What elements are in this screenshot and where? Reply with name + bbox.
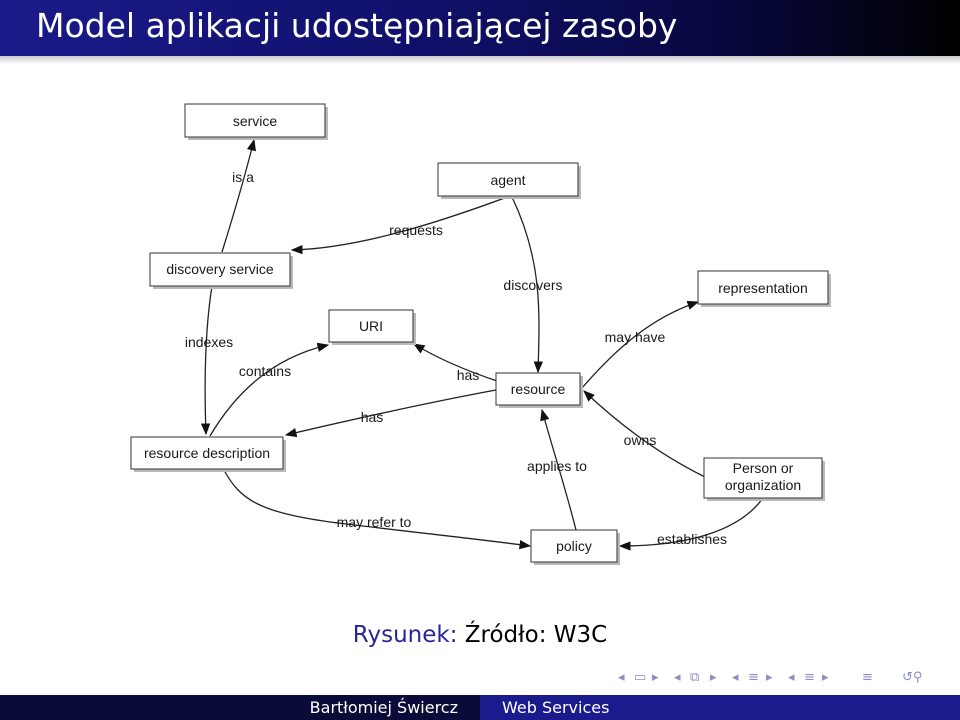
figure-caption: Rysunek: Źródło: W3C [0,622,960,648]
svg-text:has: has [457,367,480,383]
edge-is-a: is a [221,138,256,253]
node-uri: URI [328,309,416,345]
svg-text:resource: resource [511,381,566,397]
node-discovery-service: discovery service [149,252,293,289]
edge-establishes: establishes [618,497,764,551]
edge-discovers: discovers [503,196,563,374]
svg-text:resource description: resource description [144,445,270,461]
node-policy: policy [530,529,620,565]
svg-text:may have: may have [605,329,666,345]
edge-owns: owns [583,390,706,478]
section-icon[interactable]: ≡ [748,670,759,685]
subsection-icon[interactable]: ⧉ [690,670,700,685]
edge-has-uri: has [413,343,501,383]
svg-text:service: service [233,113,278,129]
svg-text:representation: representation [718,280,808,296]
footer-topic: Web Services [480,695,960,720]
person-label-line: Person or [733,460,794,476]
header-shadow [0,56,960,64]
edge-indexes: indexes [185,285,233,436]
svg-text:contains: contains [239,363,291,379]
node-resource-description: resource description [130,436,286,472]
svg-text:URI: URI [359,318,383,334]
nav-left-arrow-icon[interactable]: ◂ [732,670,739,685]
edge-requests: requests [290,195,511,255]
footer-author: Bartłomiej Świercz [0,695,480,720]
nav-right-arrow-icon[interactable]: ▸ [710,670,717,685]
concept-diagram: is a requests discovers indexes contains… [130,103,831,565]
svg-text:requests: requests [389,222,443,238]
svg-text:establishes: establishes [657,531,727,547]
beamer-navigation: ◂ ▭ ▸ ◂ ⧉ ▸ ◂ ≡ ▸ ◂ ≡ ▸ ≡ ↺⚲ [616,666,956,692]
edge-may-have: may have [581,300,700,389]
nav-right-arrow-icon[interactable]: ▸ [822,670,829,685]
svg-text:indexes: indexes [185,334,233,350]
svg-text:discovers: discovers [503,277,562,293]
svg-text:owns: owns [624,432,657,448]
frame-icon[interactable]: ▭ [634,670,647,685]
node-representation: representation [697,270,831,307]
edge-may-refer-to: may refer to [223,469,532,550]
section-icon[interactable]: ≡ [804,670,815,685]
svg-text:applies to: applies to [527,458,587,474]
align-icon[interactable]: ≡ [862,670,873,685]
svg-text:policy: policy [556,538,592,554]
caption-label: Rysunek: [352,622,458,648]
caption-text: Źródło: W3C [464,622,608,648]
person-label-line: organization [725,477,801,493]
nav-right-arrow-icon[interactable]: ▸ [652,670,659,685]
slide-footer: Bartłomiej Świercz Web Services [0,695,960,720]
slide-header [0,0,960,56]
node-resource: resource [495,372,583,408]
edge-has-desc: has [284,389,497,438]
search-icon[interactable]: ↺⚲ [902,670,923,685]
nav-right-arrow-icon[interactable]: ▸ [766,670,773,685]
node-agent: agent [437,162,581,199]
svg-text:agent: agent [490,172,525,188]
nav-left-arrow-icon[interactable]: ◂ [788,670,795,685]
svg-text:has: has [361,409,384,425]
edge-contains: contains [209,342,330,437]
svg-text:discovery service: discovery service [166,261,274,277]
svg-text:is a: is a [232,169,254,185]
nav-left-arrow-icon[interactable]: ◂ [674,670,681,685]
svg-text:may refer to: may refer to [337,514,412,530]
edge-applies-to: applies to [527,408,587,531]
node-service: service [184,103,328,140]
nav-left-arrow-icon[interactable]: ◂ [618,670,625,685]
slide-title: Model aplikacji udostępniającej zasoby [36,6,678,45]
